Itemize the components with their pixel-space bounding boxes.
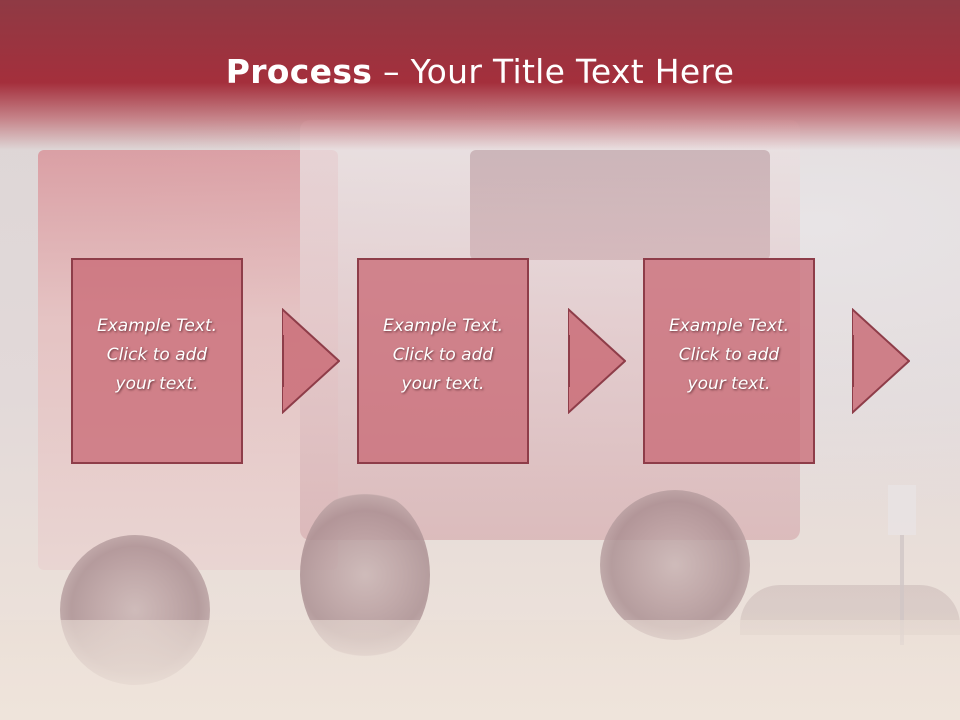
title-band: [0, 0, 960, 150]
process-step-1[interactable]: Example Text. Click to add your text.: [71, 258, 243, 464]
step-2-text: Example Text. Click to add your text.: [382, 316, 504, 394]
step-3-text: Example Text. Click to add your text.: [668, 316, 790, 394]
process-step-2[interactable]: Example Text. Click to add your text.: [357, 258, 529, 464]
right-arrow-icon: [568, 308, 626, 414]
right-arrow-icon: [282, 308, 340, 414]
right-arrow-icon: [852, 308, 910, 414]
sand-ground: [0, 620, 960, 720]
truck-grille: [470, 150, 770, 260]
process-step-3[interactable]: Example Text. Click to add your text.: [643, 258, 815, 464]
title-bold-text: Process: [225, 52, 373, 91]
sign-pole: [900, 535, 904, 645]
step-1-text: Example Text. Click to add your text.: [96, 316, 218, 394]
truck-wheel: [600, 490, 750, 640]
road-sign: [888, 485, 916, 535]
slide-title[interactable]: Process – Your Title Text Here: [0, 52, 960, 91]
title-rest-text: – Your Title Text Here: [372, 52, 735, 91]
